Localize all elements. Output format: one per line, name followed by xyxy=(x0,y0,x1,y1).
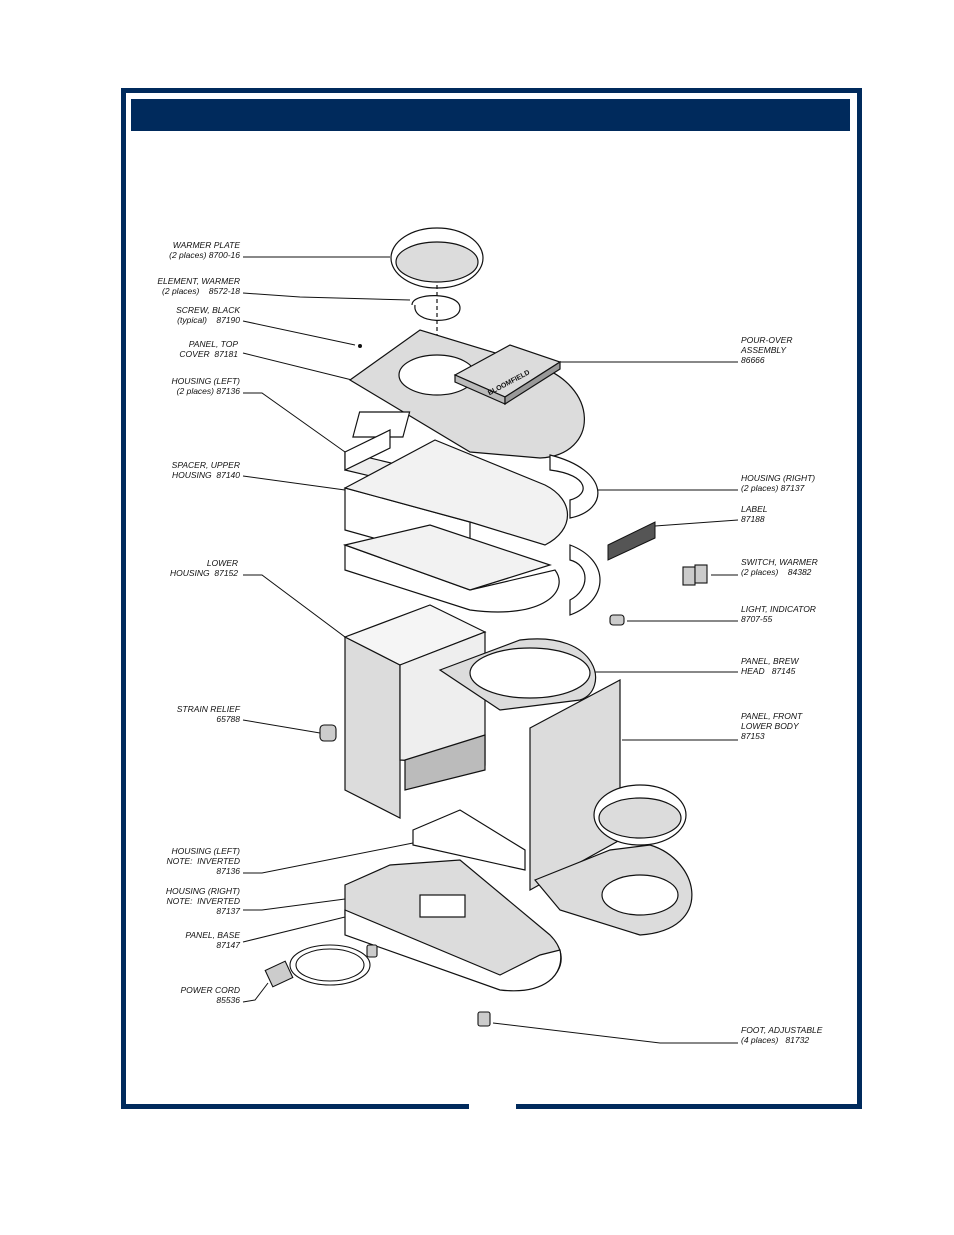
label-panel-front-lower-body: PANEL, FRONT LOWER BODY 87153 xyxy=(741,711,803,741)
warmer-plate-top xyxy=(390,227,484,345)
label-element-warmer: ELEMENT, WARMER (2 places) 8572-18 xyxy=(157,276,240,296)
label-strain-relief: STRAIN RELIEF 65788 xyxy=(176,704,240,724)
panel-brew-head xyxy=(438,638,597,711)
frame-bottom-right xyxy=(516,1104,862,1109)
label-housing-left: HOUSING (LEFT) (2 places) 87136 xyxy=(171,376,240,396)
label-housing-left-inverted: HOUSING (LEFT) NOTE: INVERTED 87136 xyxy=(166,846,240,876)
label-foot-adjustable: FOOT, ADJUSTABLE (4 places) 81732 xyxy=(741,1025,823,1045)
leader-lower-housing xyxy=(243,574,346,638)
leader-strain-relief xyxy=(242,719,321,734)
power-cord xyxy=(264,944,371,988)
label-light-indicator: LIGHT, INDICATOR 8707-55 xyxy=(741,604,816,624)
title-bar xyxy=(131,99,850,131)
leader-housing-left-inverted xyxy=(243,842,414,874)
panel-base xyxy=(344,859,562,992)
page-frame xyxy=(121,88,862,1109)
leader-power-cord xyxy=(242,982,269,1003)
label-lower-housing: LOWER HOUSING 87152 xyxy=(169,558,238,578)
screw-icon xyxy=(358,344,362,348)
label-screw-black: SCREW, BLACK (typical) 87190 xyxy=(176,305,240,325)
leader-label xyxy=(654,519,739,527)
light-indicator xyxy=(609,614,625,626)
frame-bottom-left xyxy=(121,1104,469,1109)
label-power-cord: POWER CORD 85536 xyxy=(180,985,241,1005)
housing-left-inverted xyxy=(412,809,526,871)
leader-panel-top xyxy=(242,352,353,381)
leader-foot xyxy=(492,1022,738,1044)
pour-over-assembly xyxy=(453,344,562,406)
label-panel-base: PANEL, BASE 87147 xyxy=(185,930,240,950)
label-switch-warmer: SWITCH, WARMER (2 places) 84382 xyxy=(741,557,818,577)
label-spacer-upper-housing: SPACER, UPPER HOUSING 87140 xyxy=(171,460,240,480)
warmer-plate-bottom xyxy=(534,784,693,936)
label-warmer-plate: WARMER PLATE (2 places) 8700-16 xyxy=(169,240,240,260)
label-housing-right-inverted: HOUSING (RIGHT) NOTE: INVERTED 87137 xyxy=(165,886,240,916)
lower-housing-body xyxy=(343,604,487,819)
label-part xyxy=(607,521,656,561)
label-pour-over-assembly: POUR-OVER ASSEMBLY 86666 xyxy=(741,335,793,365)
label-housing-right: HOUSING (RIGHT) (2 places) 87137 xyxy=(741,473,816,493)
panel-top-cover xyxy=(348,329,585,459)
housing-right-upper xyxy=(549,454,599,519)
foot-adjustable xyxy=(366,944,491,1027)
leader-panel-base xyxy=(242,916,346,943)
strain-relief xyxy=(319,724,337,742)
leader-housing-right-inverted xyxy=(243,898,346,911)
leader-spacer xyxy=(242,475,346,491)
label-panel-top-cover: PANEL, TOP COVER 87181 xyxy=(179,339,238,359)
leader-element-warmer xyxy=(242,292,411,301)
switch-warmer xyxy=(682,564,708,586)
label-panel-brew-head: PANEL, BREW HEAD 87145 xyxy=(741,656,799,676)
leader-screw xyxy=(242,320,356,346)
lower-housing xyxy=(342,524,601,616)
label-label-part: LABEL 87188 xyxy=(741,504,768,524)
leader-housing-left xyxy=(243,392,346,453)
